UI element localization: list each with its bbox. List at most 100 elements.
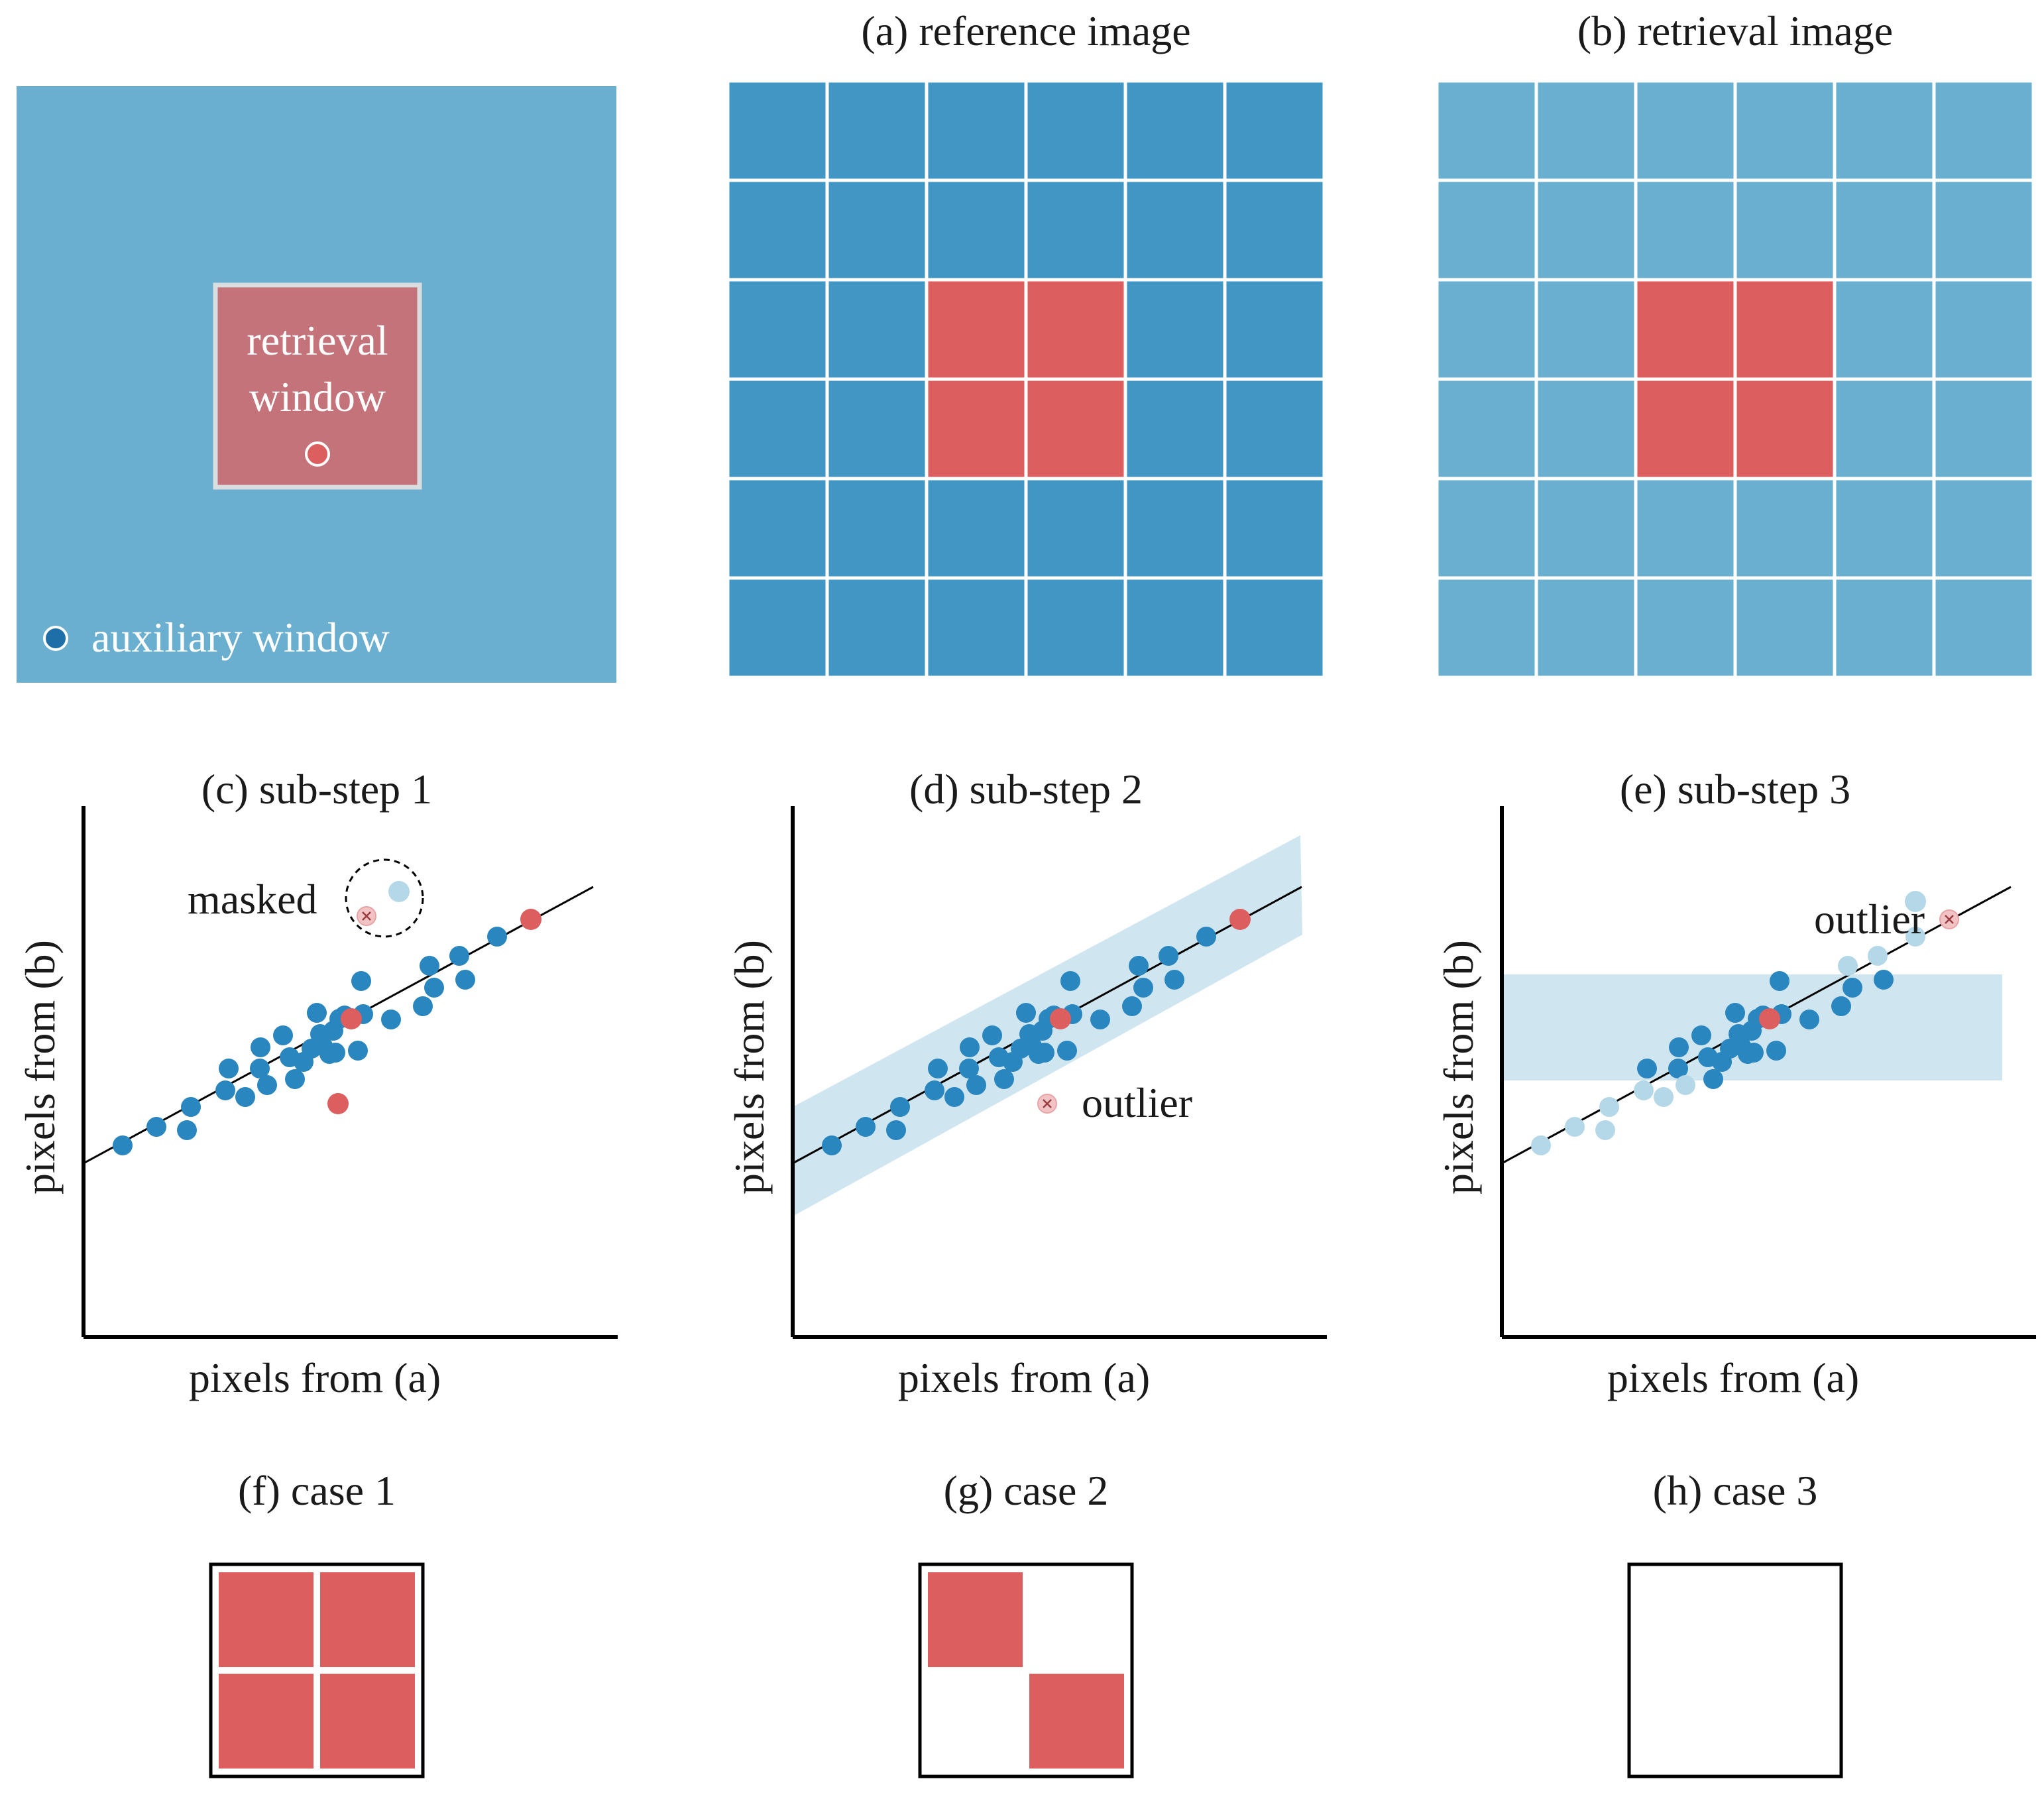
- data-point: [424, 978, 444, 998]
- data-point: [449, 946, 469, 966]
- data-point: [1090, 1010, 1110, 1029]
- faded-point: [1654, 1087, 1674, 1107]
- reference-grid-cell: [729, 579, 826, 676]
- plot-c-xlabel: pixels from (a): [189, 1354, 441, 1401]
- faded-point: [1868, 946, 1888, 966]
- reference-grid-cell: [1027, 480, 1124, 577]
- retrieval-grid-cell: [1438, 281, 1535, 378]
- data-point: [1669, 1037, 1689, 1057]
- retrieval-grid-highlight-cell: [1637, 380, 1734, 477]
- plot-d-ylabel: pixels from (b): [726, 940, 773, 1194]
- retrieval-grid-cell: [1538, 380, 1634, 477]
- case-1-cell: [219, 1674, 313, 1768]
- data-point: [925, 1080, 944, 1100]
- data-point: [1691, 1025, 1711, 1045]
- reference-grid-cell: [1127, 380, 1223, 477]
- panel-title-d: (d) sub-step 2: [909, 766, 1143, 813]
- data-point: [1159, 946, 1178, 966]
- data-point: [251, 1037, 270, 1057]
- retrieval-grid-cell: [1538, 480, 1634, 577]
- data-point: [351, 971, 371, 991]
- faded-point: [1905, 891, 1926, 912]
- data-point: [1637, 1059, 1657, 1078]
- faded-point: [1599, 1097, 1619, 1117]
- data-point: [928, 1059, 948, 1078]
- reference-grid-cell: [1226, 380, 1323, 477]
- panel-title-c: (c) sub-step 1: [201, 766, 432, 813]
- case-1-cell: [320, 1572, 415, 1667]
- data-point: [1016, 1003, 1036, 1023]
- data-point: [1799, 1010, 1819, 1029]
- retrieval-grid-cell: [1438, 380, 1535, 477]
- auxiliary-window-label: auxiliary window: [91, 614, 390, 661]
- data-point: [1060, 971, 1080, 991]
- reference-grid-cell: [1226, 281, 1323, 378]
- reference-grid-cell: [928, 82, 1025, 179]
- panel-title-a: (a) reference image: [861, 7, 1190, 54]
- data-point: [1874, 970, 1894, 990]
- retrieval-window-label-line1: retrieval: [247, 317, 388, 364]
- panel-title-e: (e) sub-step 3: [1620, 766, 1850, 813]
- data-point: [285, 1069, 305, 1089]
- reference-grid-highlight-cell: [1027, 281, 1124, 378]
- retrieval-grid-highlight-cell: [1736, 380, 1833, 477]
- center-point: [341, 1008, 362, 1029]
- suspect-point: [327, 1093, 349, 1114]
- retrieval-grid-cell: [1538, 182, 1634, 278]
- reference-grid-cell: [729, 182, 826, 278]
- data-point: [886, 1120, 906, 1140]
- retrieval-grid-cell: [1736, 579, 1833, 676]
- case-1-box: [209, 1562, 425, 1778]
- case-1-cell: [320, 1674, 415, 1768]
- data-point: [1744, 1043, 1764, 1063]
- reference-grid-cell: [729, 380, 826, 477]
- masked-label: masked: [188, 876, 317, 923]
- retrieval-grid-cell: [1836, 480, 1933, 577]
- reference-grid-cell: [729, 82, 826, 179]
- data-point: [455, 970, 475, 990]
- reference-grid-cell: [928, 579, 1025, 676]
- retrieval-grid-cell: [1935, 579, 2032, 676]
- center-point: [1759, 1008, 1780, 1029]
- data-point: [856, 1117, 876, 1137]
- reference-grid-cell: [1127, 480, 1223, 577]
- retrieval-window-center-dot: [305, 441, 330, 467]
- case-2-cell: [1029, 1674, 1124, 1768]
- plot-d-points: [822, 909, 1251, 1155]
- faded-point: [1634, 1080, 1654, 1100]
- data-point: [890, 1097, 910, 1117]
- outlier-cross: [1945, 915, 1954, 924]
- reference-grid-cell: [828, 579, 925, 676]
- retrieval-grid-cell: [1637, 82, 1734, 179]
- data-point: [250, 1059, 270, 1078]
- case-3-box: [1627, 1562, 1843, 1778]
- retrieval-grid-cell: [1736, 182, 1833, 278]
- reference-image-grid: [728, 81, 1324, 677]
- retrieval-grid-cell: [1538, 82, 1634, 179]
- retrieval-grid-cell: [1935, 182, 2032, 278]
- data-point: [413, 996, 433, 1016]
- case-3-frame: [1627, 1562, 1843, 1778]
- retrieval-grid-cell: [1836, 380, 1933, 477]
- reference-grid-cell: [1226, 480, 1323, 577]
- reference-grid-cell: [1127, 281, 1223, 378]
- data-point: [381, 1010, 401, 1029]
- data-point: [1196, 927, 1216, 947]
- faded-point: [1838, 956, 1858, 976]
- data-point: [1035, 1043, 1054, 1063]
- reference-grid-cell: [1127, 182, 1223, 278]
- data-point: [487, 927, 507, 947]
- faded-point: [1595, 1120, 1615, 1140]
- data-point: [1770, 971, 1789, 991]
- retrieval-grid-cell: [1935, 281, 2032, 378]
- plot-d-outlier-label: outlier: [1082, 1079, 1192, 1126]
- overview-panel: retrieval window auxiliary window: [17, 86, 616, 683]
- retrieval-grid-cell: [1538, 281, 1634, 378]
- reference-grid-cell: [928, 480, 1025, 577]
- reference-grid-cell: [828, 480, 925, 577]
- reference-grid-cell: [1226, 579, 1323, 676]
- highlighted-point: [520, 909, 541, 930]
- masked-point: [388, 881, 410, 902]
- retrieval-image-grid: [1437, 81, 2033, 677]
- data-point: [325, 1043, 345, 1063]
